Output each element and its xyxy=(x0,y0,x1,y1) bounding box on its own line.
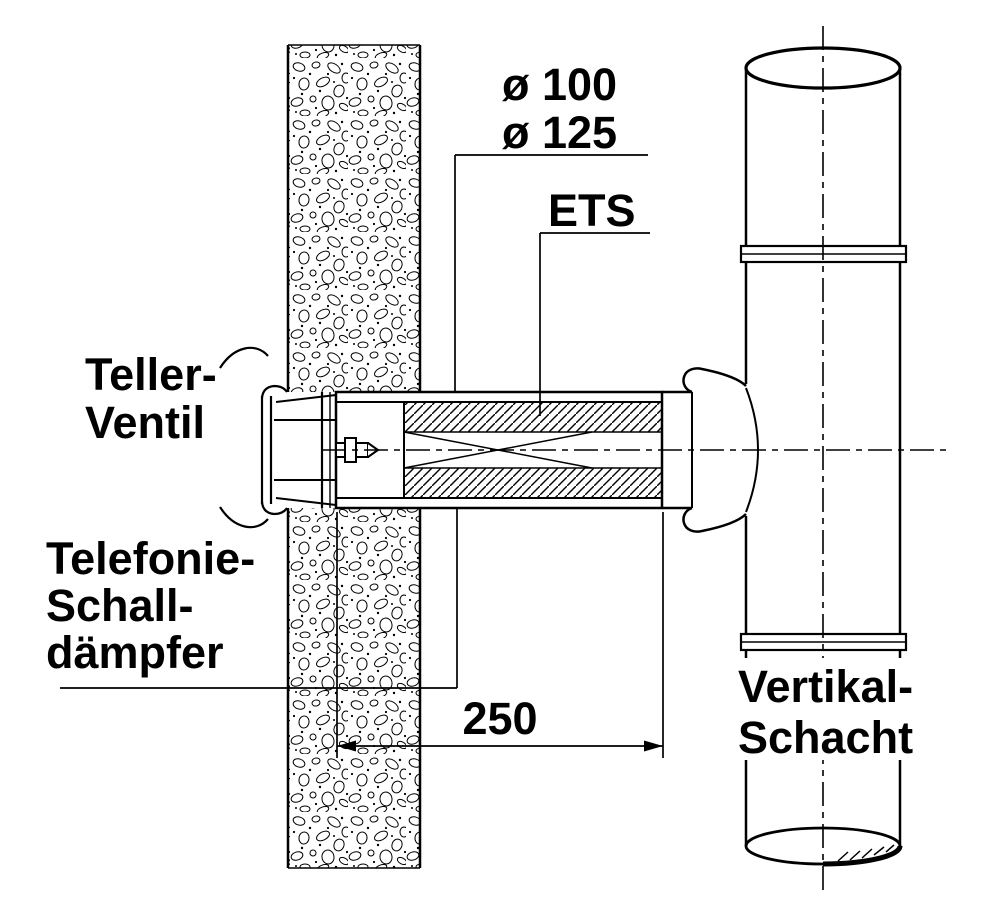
label-teller-line2: Ventil xyxy=(85,397,205,448)
valve-plate-bottom-curl xyxy=(260,501,288,516)
pipe-bottom-rim xyxy=(822,845,903,867)
dimension-arrowheads xyxy=(337,740,663,752)
label-telefonie-line2: Schall- xyxy=(46,580,194,631)
arrowhead-left xyxy=(337,740,356,752)
valve-plate-top-curl xyxy=(260,384,288,399)
label-telefonie-line3: dämpfer xyxy=(46,627,224,678)
label-diameter-100: ø 100 xyxy=(502,59,617,110)
label-teller-line1: Teller- xyxy=(85,349,217,400)
label-ets: ETS xyxy=(548,185,636,236)
teller-ventil-pointer-arcs xyxy=(219,346,269,529)
label-telefonie-line1: Telefonie- xyxy=(46,533,255,584)
pointer-arc-top xyxy=(219,346,269,369)
pipe-bottom-shading xyxy=(837,844,895,862)
pointer-arc-bottom xyxy=(219,506,269,529)
label-diameter-125: ø 125 xyxy=(502,107,617,158)
label-dimension-250: 250 xyxy=(462,693,537,744)
absorber-lining-bottom xyxy=(403,467,663,499)
wall-upper-section xyxy=(288,45,420,392)
absorber-lining-top xyxy=(403,401,663,433)
text-labels: ø 100 ø 125 ETS Teller- Ventil Telefonie… xyxy=(46,59,913,763)
leader-lines xyxy=(60,154,664,758)
arrowhead-right xyxy=(644,740,663,752)
label-vertikal-line1: Vertikal- xyxy=(738,661,913,712)
label-vertikal-line2: Schacht xyxy=(738,712,913,763)
vertikal-label-backing xyxy=(734,658,942,760)
